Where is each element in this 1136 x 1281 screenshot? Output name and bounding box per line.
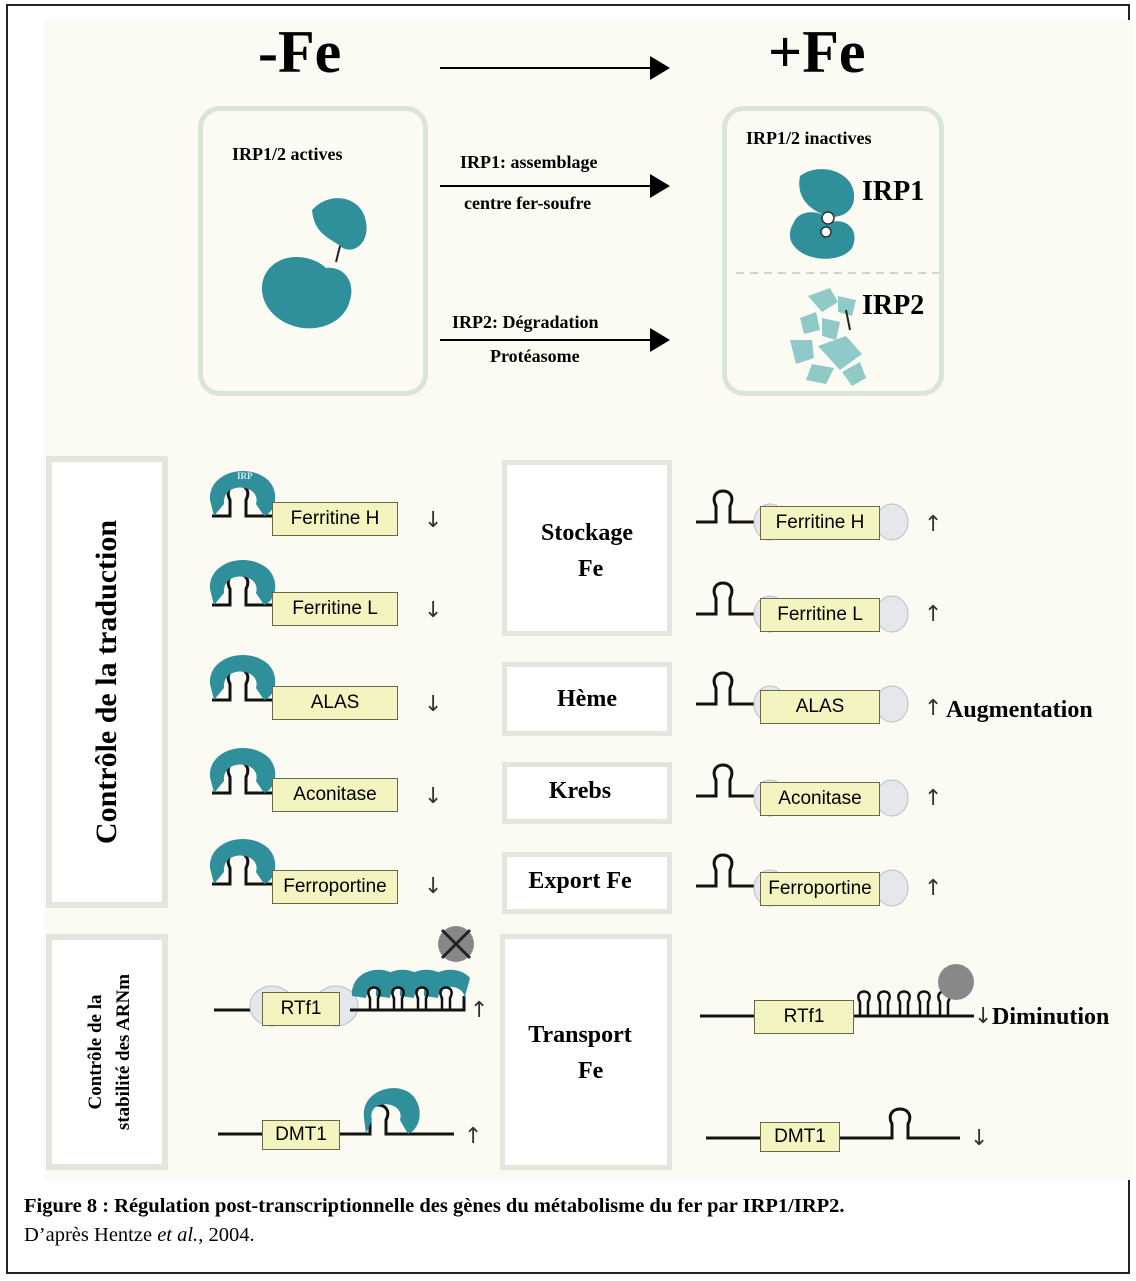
- gene-right-ferritine-l: Ferritine L: [760, 598, 880, 632]
- left-state-box: [198, 106, 428, 396]
- diminution-label: Diminution: [992, 1004, 1110, 1030]
- arrow-left-ferritine-l: ↓: [424, 598, 443, 623]
- arrow2-text-2: Protéasome: [490, 346, 580, 366]
- gene-right-rtf1: RTf1: [754, 1000, 854, 1034]
- augmentation-label: Augmentation: [946, 697, 1093, 723]
- export-panel: [502, 852, 672, 914]
- arrow-right-dmt1: ↓: [970, 1126, 989, 1151]
- irp2-degraded-fragments: [790, 288, 866, 386]
- active-irp-bottom-domain: [261, 256, 352, 329]
- transport-label-1: Transport: [528, 1022, 632, 1048]
- arrow-left-rtf1: ↑: [470, 998, 489, 1023]
- arrow-left-dmt1: ↑: [464, 1124, 483, 1149]
- gene-left-ferritine-h: Ferritine H: [272, 502, 398, 536]
- stockage-label-1: Stockage: [541, 520, 633, 546]
- export-label: Export Fe: [528, 868, 632, 894]
- iron-sulfur-cluster-2: [820, 226, 832, 238]
- left-irp-blobs: [209, 470, 276, 884]
- right-state-box: [722, 106, 944, 396]
- arrow-right-aconitase: ↑: [924, 786, 943, 811]
- arrow-right-ferritine-l: ↑: [924, 602, 943, 627]
- arrow1-text-2: centre fer-soufre: [464, 193, 592, 213]
- arrow-left-ferroportine: ↓: [424, 874, 443, 899]
- stockage-label-2: Fe: [578, 556, 604, 582]
- irp-active-label: IRP1/2 actives: [232, 144, 343, 164]
- irp1-label: IRP1: [862, 176, 925, 207]
- arrow-right-ferritine-h: ↑: [924, 512, 943, 537]
- arrow-left-aconitase: ↓: [424, 784, 443, 809]
- gene-left-ferroportine: Ferroportine: [272, 870, 398, 904]
- transport-label-2: Fe: [578, 1058, 604, 1084]
- arrow-right-ferroportine: ↑: [924, 876, 943, 901]
- transport-panel: [500, 934, 672, 1170]
- gene-right-alas: ALAS: [760, 690, 880, 724]
- gene-right-ferritine-h: Ferritine H: [760, 506, 880, 540]
- iron-sulfur-cluster-1: [821, 211, 835, 225]
- arrow1-text-1: IRP1: assemblage: [460, 152, 598, 172]
- arrow1-head: [650, 174, 670, 198]
- nuclease-active-icon: [938, 964, 974, 1000]
- gene-left-ferritine-l: Ferritine L: [272, 592, 398, 626]
- caption-ref-suffix: , 2004.: [198, 1224, 255, 1246]
- translation-panel: [46, 456, 168, 908]
- gene-left-dmt1: DMT1: [262, 1120, 340, 1150]
- figure-caption: Figure 8 : Régulation post-transcription…: [24, 1192, 1114, 1250]
- irp2-label: IRP2: [862, 290, 925, 321]
- active-irp-top-domain: [312, 198, 367, 250]
- caption-ref-prefix: D’après Hentze: [24, 1224, 158, 1246]
- arrow-left-alas: ↓: [424, 692, 443, 717]
- gene-left-aconitase: Aconitase: [272, 778, 398, 812]
- irp-inactive-label: IRP1/2 inactives: [746, 128, 872, 148]
- header-arrow-head: [650, 56, 670, 80]
- irp1-inactive-top: [799, 169, 855, 217]
- irp-badge: IRP: [237, 471, 253, 481]
- stability-panel: [46, 934, 168, 1170]
- heme-panel: [502, 662, 672, 736]
- caption-title: Figure 8 : Régulation post-transcription…: [24, 1195, 845, 1217]
- krebs-label: Krebs: [548, 778, 612, 804]
- gene-left-rtf1: RTf1: [262, 992, 340, 1026]
- heme-label: Hème: [557, 686, 617, 712]
- gene-left-alas: ALAS: [272, 686, 398, 720]
- caption-ref-italic: et al.: [157, 1224, 199, 1246]
- arrow-left-ferritine-h: ↓: [424, 508, 443, 533]
- arrow2-head: [650, 328, 670, 352]
- arrow-right-rtf1: ↓: [974, 1004, 993, 1029]
- gene-right-ferroportine: Ferroportine: [760, 872, 880, 906]
- right-mrna-lines: [696, 489, 760, 888]
- header-minus-fe: -Fe: [258, 19, 342, 85]
- stockage-panel: [502, 460, 672, 636]
- gene-right-aconitase: Aconitase: [760, 782, 880, 816]
- header-plus-fe: +Fe: [768, 19, 866, 85]
- arrow-right-alas: ↑: [924, 696, 943, 721]
- arrow2-text-1: IRP2: Dégradation: [452, 312, 599, 332]
- gene-right-dmt1: DMT1: [760, 1122, 840, 1152]
- krebs-panel: [502, 762, 672, 824]
